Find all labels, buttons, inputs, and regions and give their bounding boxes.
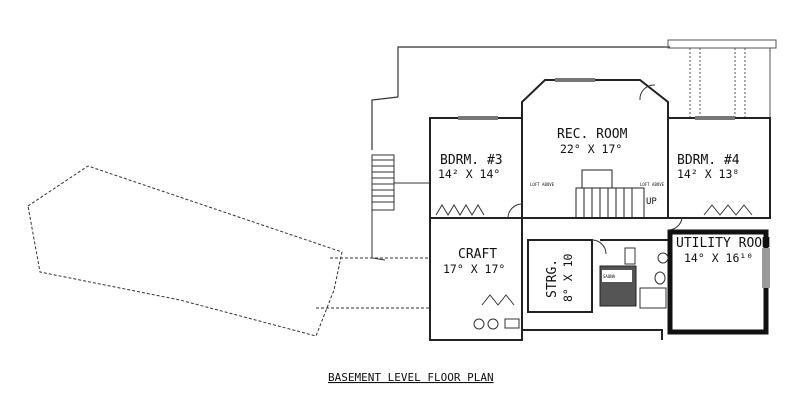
room-name-bdrm-3: BDRM. #3 xyxy=(440,153,503,168)
deck-outline xyxy=(397,46,670,97)
room-dims-strg: 8° X 10 xyxy=(561,253,575,302)
room-name-craft: CRAFT xyxy=(458,247,497,262)
exterior-stairs xyxy=(371,154,430,211)
note-loft-above-right: LOFT ABOVE xyxy=(640,182,665,187)
room-name-utility-room: UTILITY ROOM xyxy=(676,236,770,251)
room-name-sauna: SAUNA xyxy=(603,274,616,279)
porch xyxy=(667,39,777,118)
interior-stairs xyxy=(575,169,645,219)
sauna-bench xyxy=(602,270,632,282)
room-name-bdrm-4: BDRM. #4 xyxy=(677,153,740,168)
plan-title: BASEMENT LEVEL FLOOR PLAN xyxy=(328,371,494,384)
room-dims-bdrm-4: 14² X 13⁸ xyxy=(677,167,739,181)
window xyxy=(762,248,770,288)
washer-dryer xyxy=(473,318,520,330)
closet-doors xyxy=(435,204,753,306)
doors xyxy=(507,84,683,255)
note-stair-up: UP xyxy=(646,197,657,207)
deck-outline xyxy=(371,96,399,150)
room-dims-utility-room: 14° X 16¹⁰ xyxy=(684,251,753,265)
room-name-rec-room: REC. ROOM xyxy=(557,127,628,142)
note-loft-above-left: LOFT ABOVE xyxy=(530,182,555,187)
room-dims-bdrm-3: 14² X 14° xyxy=(438,167,500,181)
room-dims-craft: 17° X 17° xyxy=(443,262,505,276)
deck-edge xyxy=(371,210,386,261)
room-dims-rec-room: 22° X 17° xyxy=(560,142,622,156)
windows xyxy=(458,78,735,120)
upper-level-footprint xyxy=(27,165,343,337)
bath-fixtures xyxy=(624,247,669,309)
room-name-strg: STRG. xyxy=(545,259,560,298)
